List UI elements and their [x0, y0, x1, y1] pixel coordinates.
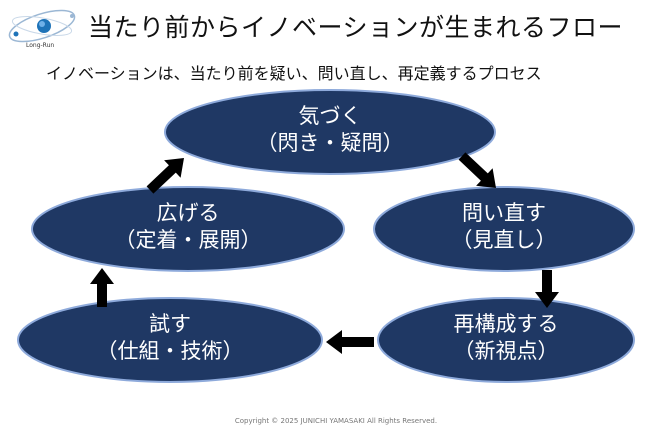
orbit-logo-icon — [8, 9, 76, 43]
logo: Long-Run — [4, 4, 84, 52]
step-reframe-node — [377, 297, 635, 383]
arrow-notice-to-reask-icon — [458, 152, 496, 188]
step-notice-node — [164, 89, 496, 175]
arrow-spread-to-notice-icon — [146, 158, 184, 194]
step-reask-node — [373, 186, 635, 272]
arrow-reask-to-reframe-icon — [535, 270, 559, 308]
copyright: Copyright © 2025 JUNICHI YAMASAKI All Ri… — [234, 417, 438, 425]
step-try-node — [17, 297, 323, 383]
page-title: 当たり前からイノベーションが生まれるフロー — [88, 13, 624, 42]
arrow-reframe-to-try-icon — [326, 330, 374, 354]
step-spread-node — [31, 186, 345, 272]
arrow-try-to-spread-icon — [90, 268, 114, 307]
page-subtitle: イノベーションは、当たり前を疑い、問い直し、再定義するプロセス — [46, 64, 542, 83]
logo-text: Long-Run — [26, 42, 55, 49]
